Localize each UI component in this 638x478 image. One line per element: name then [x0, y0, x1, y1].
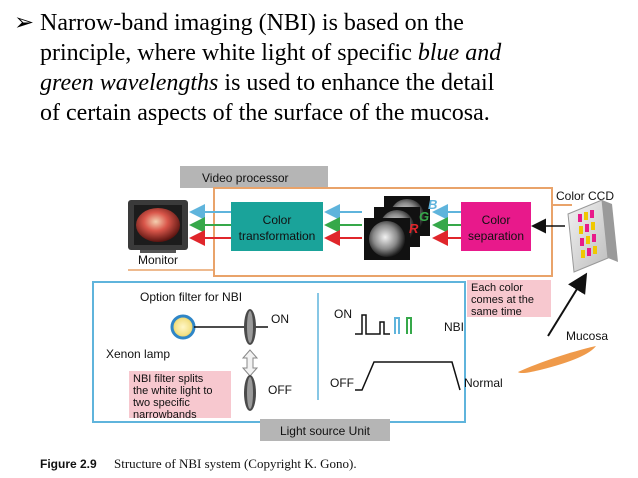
monitor-label: Monitor	[138, 253, 178, 267]
bullet-text-2-italic: blue and	[417, 40, 502, 66]
figure-caption-text: Structure of NBI system (Copyright K. Go…	[114, 456, 357, 471]
bullet-text-3-italic: green wavelengths	[40, 70, 219, 96]
xenon-lamp-icon	[170, 314, 196, 340]
each-color-line-1: Each color	[471, 282, 523, 294]
color-separation-label-1: Color	[482, 213, 511, 227]
color-separation-label-2: separation	[468, 229, 524, 243]
nbi-spectrum-black	[355, 314, 390, 335]
off-label: OFF	[268, 383, 292, 397]
graph-on-label: ON	[334, 307, 352, 321]
video-processor-box	[180, 166, 328, 188]
channel-images-stack	[364, 196, 430, 260]
channel-g-label: G	[419, 209, 429, 224]
color-separation-box	[461, 202, 531, 251]
nbi-filter-line-4: narrowbands	[133, 409, 197, 421]
processor-frame	[213, 187, 553, 277]
color-transformation-label-2: transformation	[239, 229, 316, 243]
bullet-line-2: principle, where white light of specific…	[14, 38, 634, 68]
normal-spectrum-line	[355, 361, 461, 391]
color-transformation-label-1: Color	[263, 213, 292, 227]
filter-switch-arrow-icon	[241, 349, 259, 377]
nbi-filter-line-1: NBI filter splits	[133, 373, 204, 385]
bullet-text-4: of certain aspects of the surface of the…	[40, 100, 490, 126]
bullet-line-4: of certain aspects of the surface of the…	[14, 98, 634, 128]
on-label: ON	[271, 312, 289, 326]
each-color-box	[467, 280, 551, 317]
option-filter-label: Option filter for NBI	[140, 290, 242, 304]
bullet-text-block: ➢Narrow-band imaging (NBI) is based on t…	[14, 8, 634, 128]
light-source-box	[260, 419, 390, 441]
nbi-spectrum-blue	[394, 317, 400, 334]
bullet-line-3: green wavelengths is used to enhance the…	[14, 68, 634, 98]
mucosa-label: Mucosa	[566, 329, 608, 343]
bullet-text-2: principle, where white light of specific	[40, 40, 418, 66]
bullet-line-1: ➢Narrow-band imaging (NBI) is based on t…	[14, 8, 634, 38]
mucosa-tissue-shape	[518, 346, 596, 374]
figure-caption-label: Figure 2.9	[40, 457, 97, 471]
channel-r-label: R	[409, 221, 419, 236]
color-transformation-box	[231, 202, 323, 251]
bullet-arrow-icon: ➢	[14, 10, 35, 36]
light-source-label: Light source Unit	[280, 424, 371, 438]
monitor-icon	[128, 200, 188, 253]
filter-off-lens-icon	[244, 375, 256, 411]
nbi-spectrum-green	[406, 317, 412, 334]
nbi-filter-line-2: the white light to	[133, 385, 213, 397]
graph-off-label: OFF	[330, 376, 354, 390]
bullet-text-1: Narrow-band imaging (NBI) is based on th…	[40, 10, 464, 36]
nbi-label: NBI	[444, 320, 464, 334]
each-color-line-2: comes at the	[471, 294, 534, 306]
color-ccd-icon	[567, 199, 618, 273]
nbi-filter-box	[129, 371, 231, 418]
mucosa-arrow	[547, 272, 588, 337]
xenon-lamp-label: Xenon lamp	[106, 347, 170, 361]
each-color-line-3: same time	[471, 306, 522, 318]
channel-b-label: B	[428, 197, 437, 212]
nbi-filter-line-3: two specific	[133, 397, 190, 409]
color-ccd-label: Color CCD	[556, 189, 614, 203]
monitor-frame-line	[128, 269, 215, 276]
normal-label: Normal	[464, 376, 503, 390]
filter-on-lens-icon	[244, 309, 256, 345]
video-processor-label: Video processor	[202, 171, 289, 185]
bullet-text-3: is used to enhance the detail	[218, 70, 495, 96]
